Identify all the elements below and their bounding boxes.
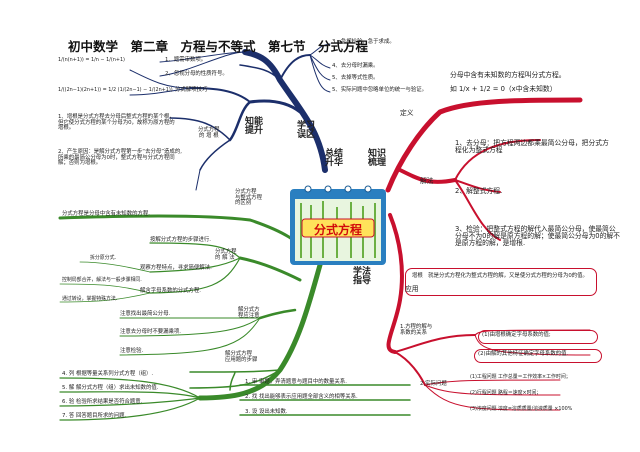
zeng-note-box	[405, 268, 597, 296]
solve-2: 观察方程特点，寻求简便解法.	[140, 265, 212, 271]
note-1: 注意找出最简公分母.	[120, 311, 171, 317]
center-card-art	[290, 185, 386, 265]
app-label: 应用	[405, 285, 419, 293]
center-label: 分式方程	[313, 223, 362, 237]
solve-3: 拆分原分式.	[90, 255, 117, 261]
definition-text: 分母中含有未知数的方程叫分式方程。	[450, 71, 566, 79]
tm-item-1: 3、急视检验，急于求成。	[332, 39, 395, 45]
solve-4: 控制局部合并，解法与一般步骤相同.	[62, 277, 142, 283]
formula-1: 1/(n(n+1)) = 1/n − 1/(n+1)	[58, 57, 125, 63]
app1b-box	[474, 349, 602, 363]
app-step-5: 5. 解 解分式方程（组）求出未知数的值.	[62, 385, 159, 391]
center-card: 分式方程	[288, 183, 388, 267]
zeng-gen-p2: 2、产生原因：是解分式方程第一步“去分母”造成的,所乘的最简公分母为0时，整式方…	[58, 149, 182, 167]
app1a: (1)由增根确定字母系数的值;	[482, 332, 551, 338]
app2b: (2)行程问题 路程＝速度×时间；	[470, 390, 542, 396]
app-steps-label: 解分式方程 应用题的步骤	[225, 351, 258, 363]
tl-item-2: 2、忽视分母的性质符号。	[165, 71, 228, 77]
diff-label: 分式方程 与整式方程 的区别	[235, 189, 262, 207]
solve-6: 通过转设，掌握特殊方法.	[62, 296, 118, 302]
definition-label: 定义	[400, 109, 414, 117]
app-step-7: 7. 答 回答题目所求的问题.	[62, 413, 127, 419]
hub-xuexi: 学习 误区	[297, 121, 316, 141]
zeng-gen-p1: 1、增根是分式方程去分母后整式方程的某个根，但它使分式方程的某个分母为0，故称为…	[58, 114, 175, 132]
method-step-3: 3、检验：把整式方程的解代入最简公分母，使最简公分母不为0的解是原方程的解；使最…	[455, 225, 620, 248]
method-step-1: 1、去分母：把方程两边都乘最简公分母，把分式方程化为整式方程	[455, 139, 609, 155]
app-step-1: 1. 审 审题，弄清题意与题目中的数量关系.	[245, 379, 347, 385]
note-3: 注意检验.	[120, 348, 144, 354]
diff-text: 分式方程是分母中含有未知数的方程.	[62, 211, 150, 217]
note-2: 注意去分母时不要漏乘项.	[120, 329, 182, 335]
hub-xuefa: 学法 指导	[353, 267, 372, 287]
tm-item-3: 5、去掉等式性质。	[332, 75, 379, 81]
definition-example: 如 1/x + 1/2 = 0（x中含未知数）	[450, 85, 557, 93]
formula-2: 1/((2n−1)(2n+1)) = 1/2 (1/(2n−1) − 1/(2n…	[58, 87, 173, 93]
zeng-note: 增根 就是分式方程化为整式方程的解，又是使分式方程的分母为0的值。	[412, 273, 588, 279]
hub-zongjie: 总结 升华	[325, 149, 344, 169]
hub-zhineng: 知能 提升	[245, 117, 264, 137]
zeng-gen-label: 分式方程 的 增 根	[198, 127, 220, 139]
app-step-3: 3. 设 设出未知数.	[245, 409, 288, 415]
app2a: (1)工程问题 工作总量＝工作效率×工作时间；	[470, 374, 571, 380]
app-step-6: 6. 验 检验所求结果是否符合题意.	[62, 399, 143, 405]
solve-label: 分式方程 的 解 法	[215, 249, 237, 261]
page-title: 初中数学 第二章 方程与不等式 第七节 分式方程	[68, 39, 369, 54]
method-step-2: 2、解整式方程.	[455, 187, 503, 195]
app-step-4: 4. 列 根据等量关系列分式方程（组）.	[62, 371, 154, 377]
note-label: 解分式方 程应注意	[238, 307, 260, 319]
app2c: (3)浓度问题 浓度=溶质质量/溶液质量 ×100%	[470, 406, 573, 412]
solve-5: 解含字母系数的分式方程.	[140, 288, 202, 294]
app1-label: 1.方程的解与 系数的关系	[400, 324, 433, 336]
solve-1: 按解分式方程的步骤进行.	[150, 237, 212, 243]
tm-item-4: 5、实际问题中忽略单位的统一与验证。	[332, 87, 428, 93]
hub-zhishi-shuli: 知识 梳理	[368, 149, 387, 169]
method-label: 解法	[420, 177, 434, 185]
app1b: (2)由解的其他特征确定字母系数的值.	[478, 351, 569, 357]
app2-label: 2.实际问题	[420, 381, 447, 387]
tips-label: 分式解项技巧	[175, 87, 208, 93]
app-step-2: 2. 找 找出能够表示应用题全部含义的相等关系.	[245, 394, 358, 400]
app1a-box	[478, 330, 598, 344]
tm-item-2: 4、去分母时漏乘。	[332, 63, 379, 69]
tl-item-1: 1、题需审数项。	[165, 57, 207, 63]
